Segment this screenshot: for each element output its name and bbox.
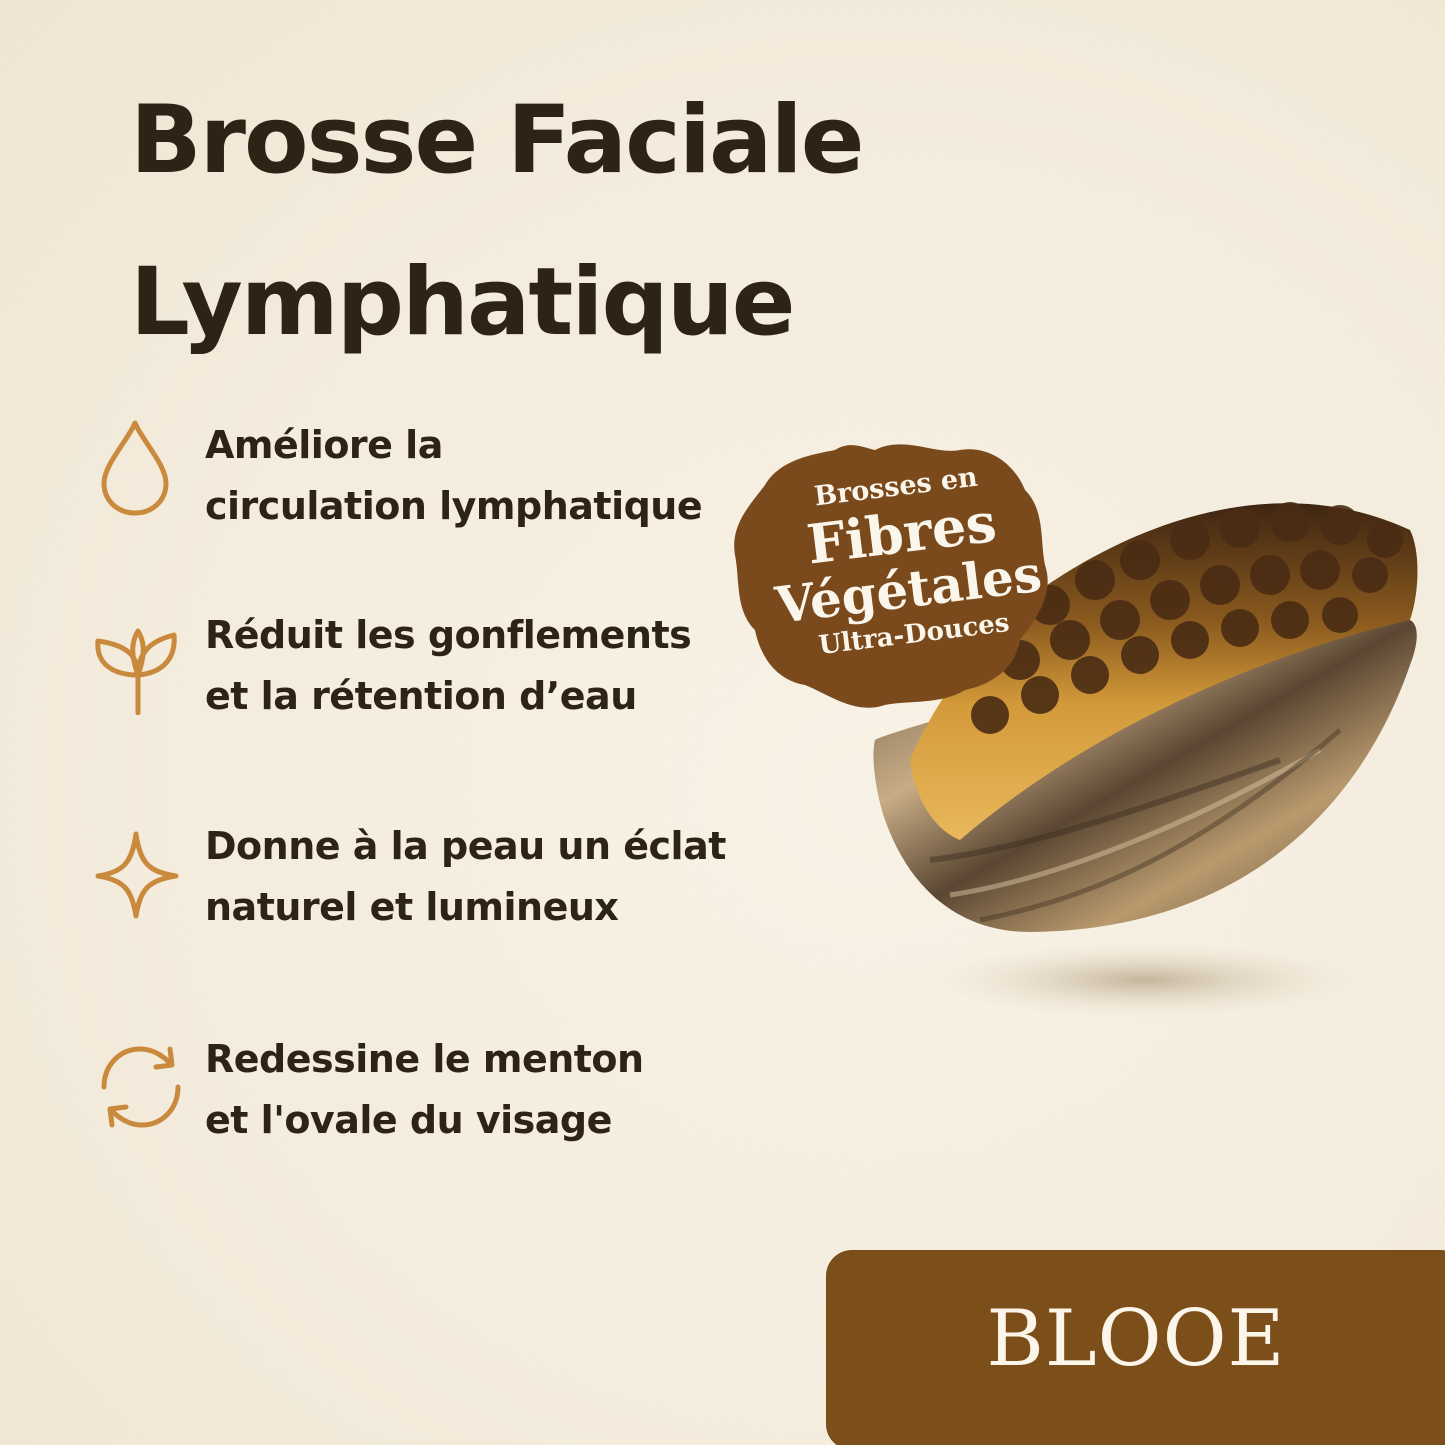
fibre-badge (734, 444, 1048, 708)
water-drop-icon (90, 415, 190, 525)
face-brush-illustration (734, 444, 1418, 1018)
benefit-text: Donne à la peau un éclat naturel et lumi… (205, 816, 726, 938)
benefit-line-2: circulation lymphatique (205, 484, 703, 528)
benefit-line-1: Donne à la peau un éclat (205, 824, 726, 868)
benefit-item-glow: Donne à la peau un éclat naturel et lumi… (90, 816, 770, 956)
title-line-1: Brosse Faciale (130, 86, 864, 195)
sparkle-icon (90, 816, 190, 926)
refresh-cycle-icon (90, 1029, 190, 1139)
benefit-text: Réduit les gonflements et la rétention d… (205, 605, 692, 727)
benefit-item-contour: Redessine le menton et l'ovale du visage (90, 1029, 770, 1169)
benefit-text: Améliore la circulation lymphatique (205, 415, 703, 537)
page-title: Brosse Faciale Lymphatique (130, 60, 864, 384)
benefit-line-2: et la rétention d’eau (205, 674, 637, 718)
brand-box: BLOOE (826, 1250, 1445, 1445)
bristle-tufts (971, 502, 1403, 734)
title-line-2: Lymphatique (130, 248, 796, 357)
benefit-item-circulation: Améliore la circulation lymphatique (90, 415, 770, 555)
brand-logo-text: BLOOE (986, 1294, 1286, 1384)
benefit-line-1: Améliore la (205, 423, 443, 467)
benefit-line-2: naturel et lumineux (205, 885, 619, 929)
benefit-line-1: Redessine le menton (205, 1037, 644, 1081)
product-image: Brosses en Fibres Végétales Ultra-Douces (720, 430, 1445, 1050)
benefit-item-swelling: Réduit les gonflements et la rétention d… (90, 605, 770, 745)
benefit-line-1: Réduit les gonflements (205, 613, 692, 657)
benefit-text: Redessine le menton et l'ovale du visage (205, 1029, 644, 1151)
leaf-sprout-icon (90, 605, 190, 716)
benefit-line-2: et l'ovale du visage (205, 1098, 612, 1142)
